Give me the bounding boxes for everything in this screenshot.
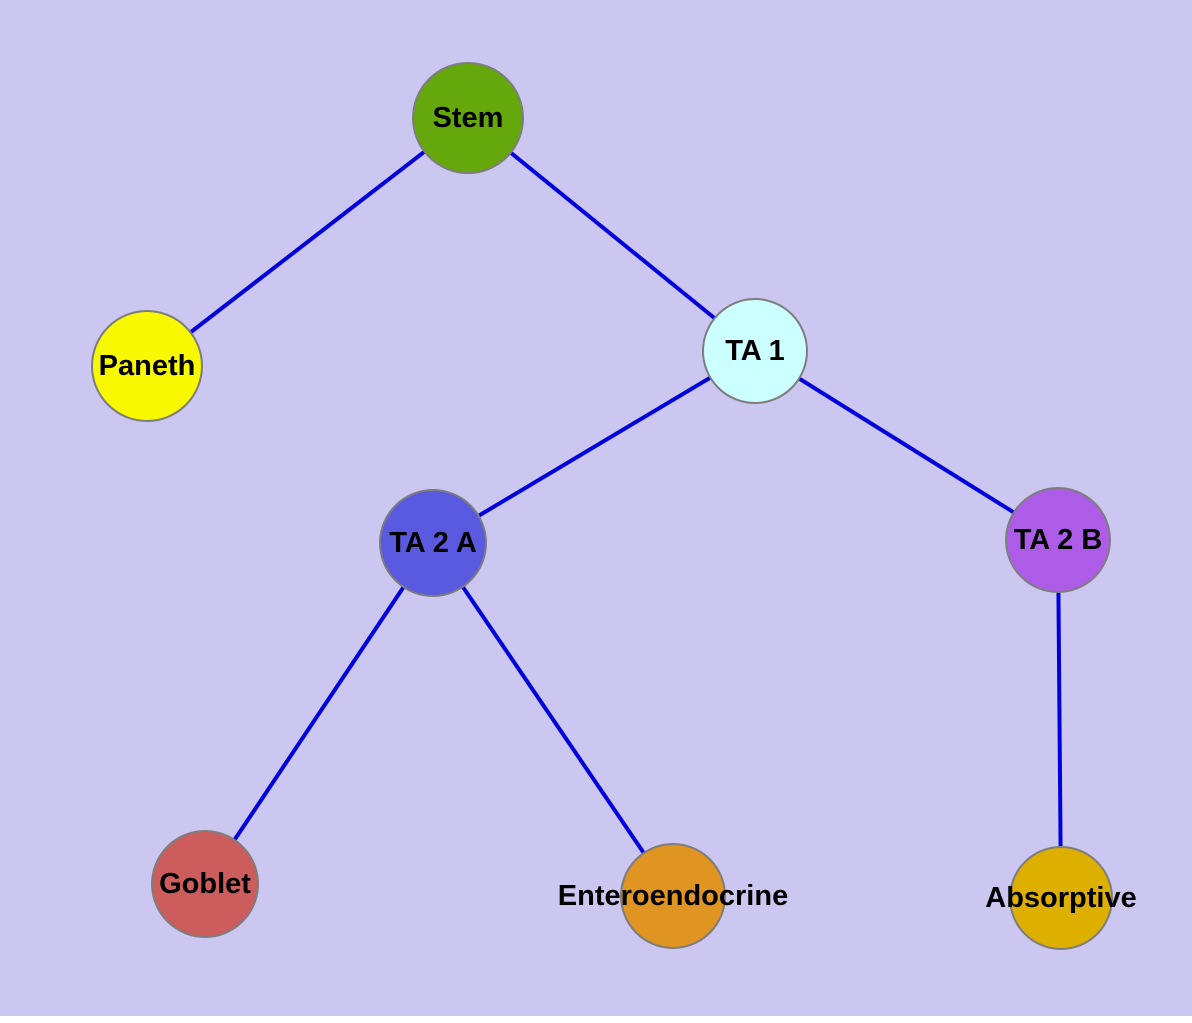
edge-ta2b-absorptive [1056,539,1063,899]
node-circle-stem [412,62,524,174]
edge-stem-ta1 [466,116,757,353]
node-circle-enteroendocrine [620,843,726,949]
edge-ta2a-goblet [203,541,435,886]
node-ta2a: TA 2 A [379,489,487,597]
node-circle-paneth [91,310,203,422]
edge-ta2a-enteroendocrine [431,541,675,898]
node-circle-goblet [151,830,259,938]
node-circle-ta2b [1005,487,1111,593]
node-ta2b: TA 2 B [1005,487,1111,593]
edge-ta1-ta2a [431,349,757,545]
edge-stem-paneth [145,116,470,368]
node-paneth: Paneth [91,310,203,422]
node-circle-ta1 [702,298,808,404]
node-circle-absorptive [1009,846,1113,950]
node-goblet: Goblet [151,830,259,938]
node-stem: Stem [412,62,524,174]
edge-ta1-ta2b [753,349,1060,542]
node-ta1: TA 1 [702,298,808,404]
node-circle-ta2a [379,489,487,597]
